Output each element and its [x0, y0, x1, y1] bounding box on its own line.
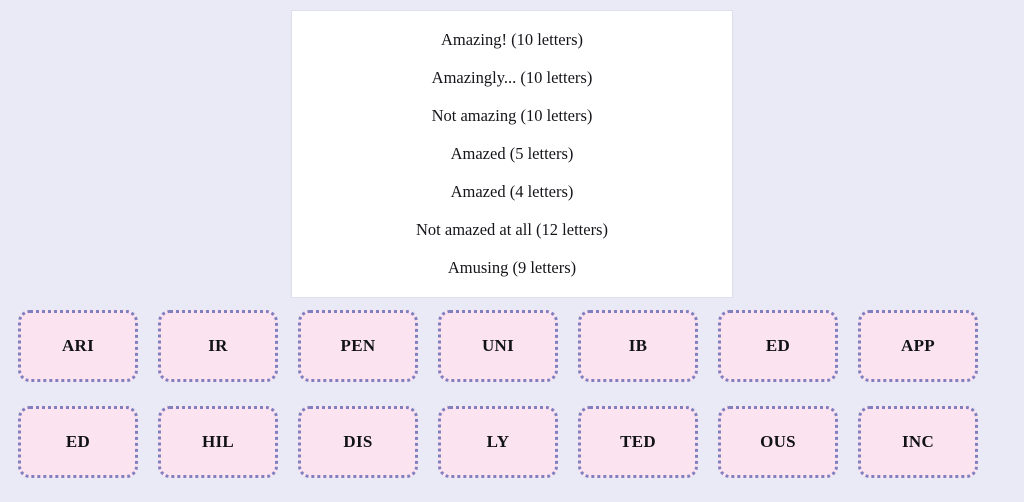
word-tile[interactable]: PEN [298, 310, 418, 382]
tile-grid: ARI IR PEN UNI IB ED APP ED [0, 310, 1024, 502]
clue-line: Not amazed at all (12 letters) [416, 220, 608, 239]
word-tile-label: LY [486, 432, 510, 451]
word-tile-label: INC [901, 432, 935, 451]
page-root: Amazing! (10 letters) Amazingly... (10 l… [18, 10, 978, 478]
word-tile[interactable]: INC [858, 406, 978, 478]
word-tile[interactable]: APP [858, 310, 978, 382]
clue-line: Not amazing (10 letters) [431, 106, 593, 125]
word-tile[interactable]: DIS [298, 406, 418, 478]
word-tile[interactable]: ED [18, 406, 138, 478]
word-tile-label: OUS [760, 432, 796, 451]
clue-line: Amazed (4 letters) [450, 182, 574, 201]
clue-line: Amusing (9 letters) [447, 258, 577, 277]
word-tile-label: PEN [340, 336, 376, 355]
word-tile[interactable]: OUS [718, 406, 838, 478]
word-tile[interactable]: LY [438, 406, 558, 478]
word-tile[interactable]: IR [158, 310, 278, 382]
word-tile-label: HIL [201, 432, 235, 451]
word-tile-label: DIS [343, 432, 373, 451]
tile-row: ARI IR PEN UNI IB ED APP [0, 310, 1024, 382]
word-tile[interactable]: HIL [158, 406, 278, 478]
tile-row: ED HIL DIS LY TED OUS INC [0, 406, 1024, 478]
word-tile[interactable]: IB [578, 310, 698, 382]
clue-line: Amazingly... (10 letters) [431, 68, 593, 87]
clue-line: Amazed (5 letters) [450, 144, 574, 163]
word-tile[interactable]: UNI [438, 310, 558, 382]
word-tile[interactable]: TED [578, 406, 698, 478]
word-tile-label: ED [65, 432, 91, 451]
word-tile-label: ARI [61, 336, 95, 355]
word-tile-label: UNI [481, 336, 515, 355]
word-tile-label: ED [765, 336, 791, 355]
word-tile-label: IB [628, 336, 648, 355]
word-tile-label: IR [208, 336, 228, 355]
word-tile[interactable]: ED [718, 310, 838, 382]
word-tile[interactable]: ARI [18, 310, 138, 382]
word-tile-label: TED [620, 432, 656, 451]
clue-card: Amazing! (10 letters) Amazingly... (10 l… [291, 10, 733, 298]
clue-line: Amazing! (10 letters) [440, 30, 584, 49]
word-tile-label: APP [901, 336, 935, 355]
